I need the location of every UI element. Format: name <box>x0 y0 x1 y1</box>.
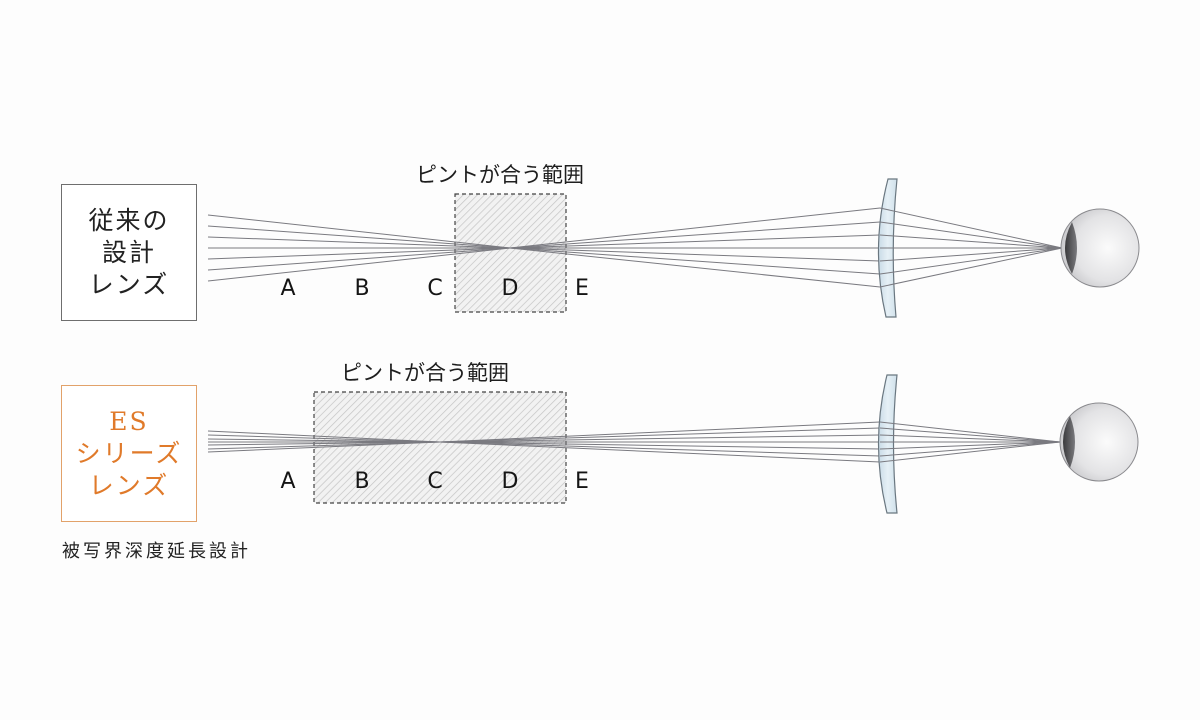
light-rays <box>207 207 881 288</box>
focus-range-label: ピントが合う範囲 <box>416 163 584 187</box>
lens-label-line: レンズ <box>88 470 170 500</box>
focus-range-box <box>313 391 567 504</box>
point-label-e: E <box>575 469 589 494</box>
point-label-c: C <box>427 276 443 301</box>
refracted-rays <box>879 207 1063 288</box>
point-label-a: A <box>280 469 296 494</box>
refracted-rays <box>879 421 1061 463</box>
focus-range-box <box>454 193 567 313</box>
lens-label-line: 設計 <box>101 237 156 267</box>
point-label-c: C <box>427 469 443 494</box>
focus-range-label: ピントが合う範囲 <box>341 361 509 385</box>
es-series-panel <box>207 374 1139 514</box>
conventional-panel <box>207 178 1140 318</box>
lens-label-line: レンズ <box>88 269 170 299</box>
light-rays <box>207 421 881 463</box>
point-label-a: A <box>280 276 296 301</box>
point-label-d: D <box>501 469 519 494</box>
point-label-b: B <box>354 469 370 494</box>
conventional-lens-label-box: 従来の 設計 レンズ <box>61 184 197 321</box>
point-label-b: B <box>354 276 370 301</box>
eyeball-icon <box>1060 208 1140 288</box>
lens-label-line: ES <box>109 406 149 436</box>
lens-label-line: シリーズ <box>75 438 183 468</box>
es-series-lens-label-box: ES シリーズ レンズ <box>61 385 197 522</box>
point-label-e: E <box>575 276 589 301</box>
eyeglass-lens-icon <box>877 374 898 514</box>
design-caption: 被写界深度延長設計 <box>62 541 251 562</box>
lens-label-line: 従来の <box>88 205 170 235</box>
eyeball-icon <box>1059 402 1139 482</box>
point-label-d: D <box>501 276 519 301</box>
